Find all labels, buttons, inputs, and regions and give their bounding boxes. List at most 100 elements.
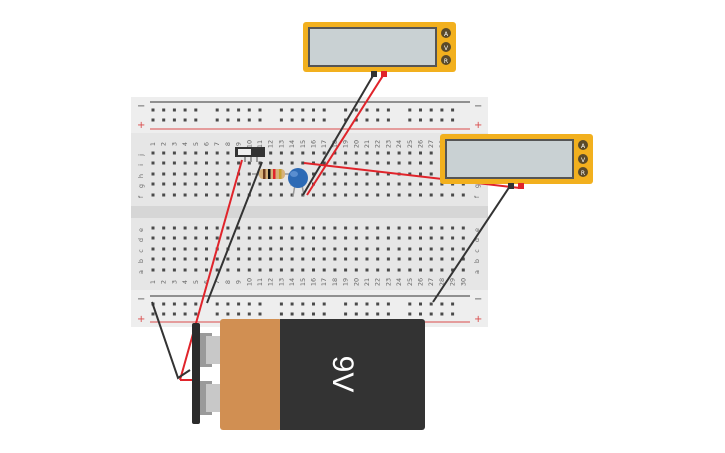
rail-hole[interactable] <box>365 118 369 122</box>
terminal-hole[interactable] <box>461 226 465 230</box>
rail-hole[interactable] <box>194 118 198 122</box>
terminal-hole[interactable] <box>386 182 390 186</box>
switch-slider[interactable] <box>238 149 251 155</box>
terminal-hole[interactable] <box>215 268 219 272</box>
terminal-hole[interactable] <box>301 236 305 240</box>
terminal-hole[interactable] <box>322 268 326 272</box>
terminal-hole[interactable] <box>419 247 422 251</box>
meter-top-mode-r[interactable] <box>441 55 451 65</box>
terminal-hole[interactable] <box>376 182 380 186</box>
rail-hole[interactable] <box>290 312 294 316</box>
terminal-hole[interactable] <box>397 161 401 165</box>
rail-hole[interactable] <box>183 302 187 306</box>
terminal-hole[interactable] <box>429 226 433 230</box>
terminal-hole[interactable] <box>322 236 326 240</box>
meter-top-mode-v[interactable] <box>441 42 451 52</box>
rail-hole[interactable] <box>322 312 326 316</box>
battery-9v[interactable]: 9V <box>192 319 425 430</box>
terminal-hole[interactable] <box>194 236 198 240</box>
terminal-hole[interactable] <box>344 172 348 176</box>
rail-hole[interactable] <box>258 312 262 316</box>
terminal-hole[interactable] <box>172 182 176 186</box>
terminal-hole[interactable] <box>354 182 358 186</box>
terminal-hole[interactable] <box>205 151 208 155</box>
terminal-hole[interactable] <box>215 151 219 155</box>
terminal-hole[interactable] <box>322 226 326 230</box>
terminal-hole[interactable] <box>279 193 283 197</box>
terminal-hole[interactable] <box>269 257 273 261</box>
terminal-hole[interactable] <box>237 226 241 230</box>
terminal-hole[interactable] <box>237 247 241 251</box>
terminal-hole[interactable] <box>172 226 176 230</box>
rail-hole[interactable] <box>419 302 422 306</box>
terminal-hole[interactable] <box>172 151 176 155</box>
terminal-hole[interactable] <box>162 151 166 155</box>
terminal-hole[interactable] <box>397 257 401 261</box>
rail-hole[interactable] <box>279 118 283 122</box>
meter-right-probe-black[interactable] <box>508 183 514 189</box>
rail-hole[interactable] <box>344 302 348 306</box>
meter-right-mode-r[interactable] <box>578 167 588 177</box>
terminal-hole[interactable] <box>247 268 251 272</box>
terminal-hole[interactable] <box>194 193 198 197</box>
terminal-hole[interactable] <box>269 151 273 155</box>
rail-hole[interactable] <box>172 118 176 122</box>
terminal-hole[interactable] <box>301 247 305 251</box>
terminal-hole[interactable] <box>408 247 412 251</box>
rail-hole[interactable] <box>215 312 219 316</box>
terminal-hole[interactable] <box>290 236 294 240</box>
rail-hole[interactable] <box>215 302 219 306</box>
terminal-hole[interactable] <box>429 247 433 251</box>
terminal-hole[interactable] <box>258 236 262 240</box>
terminal-hole[interactable] <box>354 161 358 165</box>
terminal-hole[interactable] <box>354 151 358 155</box>
terminal-hole[interactable] <box>397 268 401 272</box>
terminal-hole[interactable] <box>451 226 455 230</box>
terminal-hole[interactable] <box>279 257 283 261</box>
terminal-hole[interactable] <box>162 226 166 230</box>
ceramic-capacitor[interactable] <box>288 168 308 197</box>
rail-hole[interactable] <box>215 108 219 112</box>
terminal-hole[interactable] <box>365 182 369 186</box>
rail-hole[interactable] <box>172 312 176 316</box>
terminal-hole[interactable] <box>205 236 208 240</box>
rail-hole[interactable] <box>312 302 315 306</box>
terminal-hole[interactable] <box>205 268 208 272</box>
rail-hole[interactable] <box>451 302 455 306</box>
resistor[interactable] <box>252 169 292 179</box>
terminal-hole[interactable] <box>269 236 273 240</box>
wire-black-meter-top[interactable] <box>302 73 375 196</box>
terminal-hole[interactable] <box>205 182 208 186</box>
terminal-hole[interactable] <box>279 161 283 165</box>
rail-hole[interactable] <box>344 312 348 316</box>
terminal-hole[interactable] <box>258 247 262 251</box>
rail-hole[interactable] <box>386 108 390 112</box>
terminal-hole[interactable] <box>237 161 241 165</box>
terminal-hole[interactable] <box>344 161 348 165</box>
terminal-hole[interactable] <box>419 236 422 240</box>
terminal-hole[interactable] <box>312 151 315 155</box>
terminal-hole[interactable] <box>429 236 433 240</box>
terminal-hole[interactable] <box>151 257 155 261</box>
rail-hole[interactable] <box>172 302 176 306</box>
rail-hole[interactable] <box>237 108 241 112</box>
terminal-hole[interactable] <box>151 193 155 197</box>
terminal-hole[interactable] <box>162 247 166 251</box>
multimeter-top[interactable]: A V R <box>303 22 456 77</box>
terminal-hole[interactable] <box>333 172 337 176</box>
meter-right-mode-a[interactable] <box>578 140 588 150</box>
terminal-hole[interactable] <box>301 151 305 155</box>
terminal-hole[interactable] <box>215 193 219 197</box>
terminal-hole[interactable] <box>205 161 208 165</box>
terminal-hole[interactable] <box>183 226 187 230</box>
terminal-hole[interactable] <box>215 161 219 165</box>
rail-hole[interactable] <box>419 312 422 316</box>
terminal-hole[interactable] <box>194 161 198 165</box>
terminal-hole[interactable] <box>440 257 444 261</box>
terminal-hole[interactable] <box>386 161 390 165</box>
terminal-hole[interactable] <box>419 172 422 176</box>
rail-hole[interactable] <box>301 118 305 122</box>
wire-black-meter-right[interactable] <box>432 185 511 303</box>
rail-hole[interactable] <box>279 108 283 112</box>
terminal-hole[interactable] <box>205 193 208 197</box>
